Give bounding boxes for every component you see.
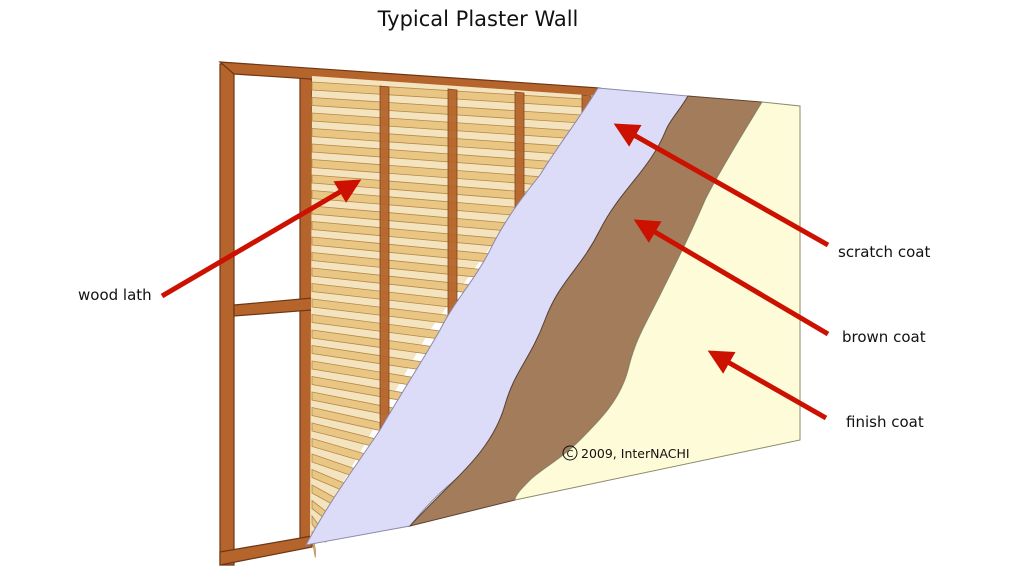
- finish-coat-layer: [514, 101, 801, 501]
- scratch-coat-arrow: [613, 123, 830, 248]
- scratch-coat-label: scratch coat: [838, 243, 930, 261]
- wood-lath-label: wood lath: [78, 286, 152, 304]
- plaster-wall: [218, 61, 801, 566]
- copyright-symbol-letter: C: [567, 449, 574, 460]
- label-arrows: [160, 123, 830, 421]
- brown-coat-arrow: [633, 219, 830, 337]
- finish-coat-label: finish coat: [846, 413, 924, 431]
- wood-lath-arrow: [160, 179, 362, 299]
- finish-coat-arrow: [707, 350, 828, 421]
- brown-coat-label: brown coat: [842, 328, 926, 346]
- copyright-text: 2009, InterNACHI: [581, 446, 690, 461]
- left-stud: [219, 63, 235, 566]
- copyright-icon: [562, 445, 578, 461]
- wood-frame: [218, 61, 601, 566]
- page-title: Typical Plaster Wall: [377, 7, 579, 31]
- copyright-notice: C 2009, InterNACHI: [562, 445, 690, 461]
- bottom-plate: [219, 535, 313, 566]
